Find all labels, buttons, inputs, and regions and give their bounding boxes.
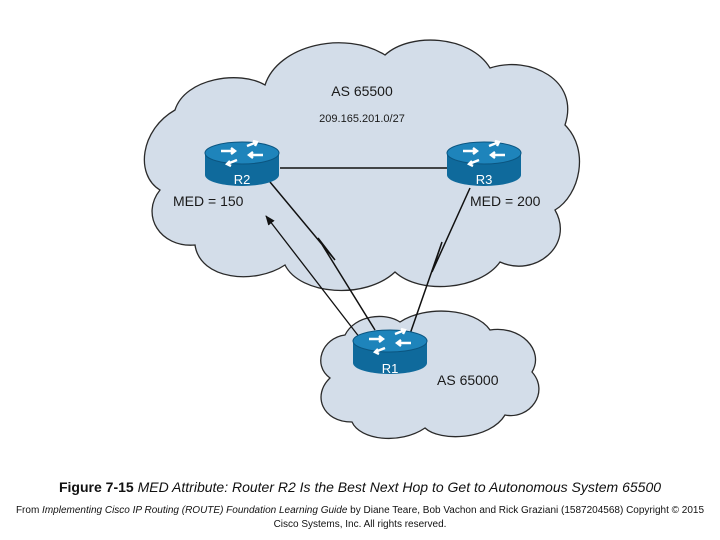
as-65000-label: AS 65000 xyxy=(437,372,499,388)
router-arrows-icon xyxy=(463,139,505,168)
as-65500-label: AS 65500 xyxy=(331,83,393,99)
network-diagram: R2 R3 R1 AS 65500 209.165.201.0/27 MED =… xyxy=(143,39,581,440)
subnet-label: 209.165.201.0/27 xyxy=(319,113,405,125)
med-r2-label: MED = 150 xyxy=(173,193,244,209)
figure-credit: From Implementing Cisco IP Routing (ROUT… xyxy=(0,504,720,532)
as-65500-cloud xyxy=(143,39,581,292)
credit-line2: Cisco Systems, Inc. All rights reserved. xyxy=(273,519,447,530)
router-r2: R2 xyxy=(204,139,280,187)
router-r1: R1 xyxy=(352,327,428,376)
link-r1-r2 xyxy=(269,181,376,331)
figure-description: MED Attribute: Router R2 Is the Best Nex… xyxy=(137,479,662,495)
router-r3-label: R3 xyxy=(476,172,493,187)
figure-number: Figure 7-15 xyxy=(58,479,134,495)
route-arrow xyxy=(265,215,361,339)
credit-authors: by Diane Teare, Bob Vachon and Rick Graz… xyxy=(347,505,705,516)
credit-prefix: From xyxy=(15,505,43,516)
router-r1-label: R1 xyxy=(382,361,399,376)
router-arrows-icon xyxy=(221,139,263,168)
figure-caption: Figure 7-15 MED Attribute: Router R2 Is … xyxy=(0,479,720,495)
credit-book-title: Implementing Cisco IP Routing (ROUTE) Fo… xyxy=(42,505,348,516)
med-r3-label: MED = 200 xyxy=(470,193,541,209)
router-arrows-icon xyxy=(369,327,411,356)
link-r1-r3 xyxy=(409,187,471,335)
router-r3: R3 xyxy=(446,139,522,187)
router-r2-label: R2 xyxy=(234,172,251,187)
